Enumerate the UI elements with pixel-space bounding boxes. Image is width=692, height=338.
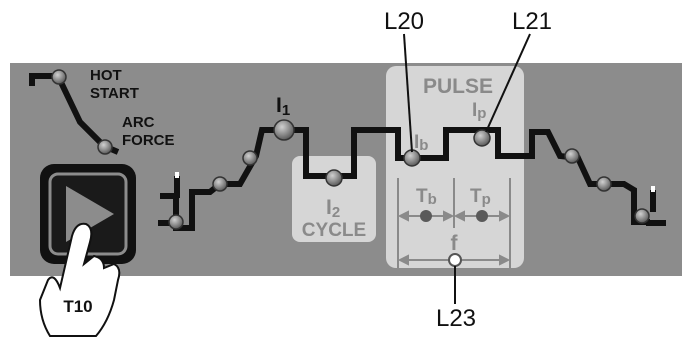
l20-label: L20: [384, 8, 424, 35]
l20-leader: [403, 33, 413, 153]
final-current-led: [596, 176, 612, 192]
l21-leader: [485, 33, 531, 133]
force-label: FORCE: [122, 132, 175, 149]
initial-current-led: [212, 176, 228, 192]
ib-label: Ib: [414, 132, 428, 154]
start-base-mark: [158, 220, 178, 226]
t10-label: T10: [63, 297, 92, 316]
pulse-label: PULSE: [423, 75, 493, 98]
downslope-led: [564, 148, 580, 164]
electrode-start-icon: [174, 172, 180, 198]
ip-led: [473, 129, 491, 147]
i2-led: [325, 169, 343, 187]
end-base-mark: [646, 220, 666, 226]
f-led: [448, 253, 462, 267]
arc-force-led: [97, 139, 113, 155]
electrode-end-icon: [650, 186, 656, 212]
hot-label: HOT: [90, 67, 122, 84]
l21-label: L21: [512, 8, 552, 35]
arc-label: ARC: [122, 114, 155, 131]
i1-led: [273, 119, 295, 141]
tb-label: Tb: [416, 186, 437, 208]
ip-label: Ip: [472, 100, 486, 122]
pre-flow-led: [168, 214, 184, 230]
i1-label: I1: [276, 94, 290, 119]
tp-label: Tp: [470, 186, 491, 208]
l23-label: L23: [436, 305, 476, 332]
start-label: START: [90, 85, 139, 102]
tb-led: [420, 210, 432, 222]
pointing-hand-icon: [38, 222, 121, 337]
cycle-label: CYCLE: [302, 220, 366, 241]
post-flow-led: [634, 208, 650, 224]
tp-led: [476, 210, 488, 222]
f-label: f: [451, 232, 459, 255]
hot-start-led: [51, 69, 67, 85]
i2-label: I2: [326, 196, 340, 221]
upslope-led: [242, 150, 258, 166]
